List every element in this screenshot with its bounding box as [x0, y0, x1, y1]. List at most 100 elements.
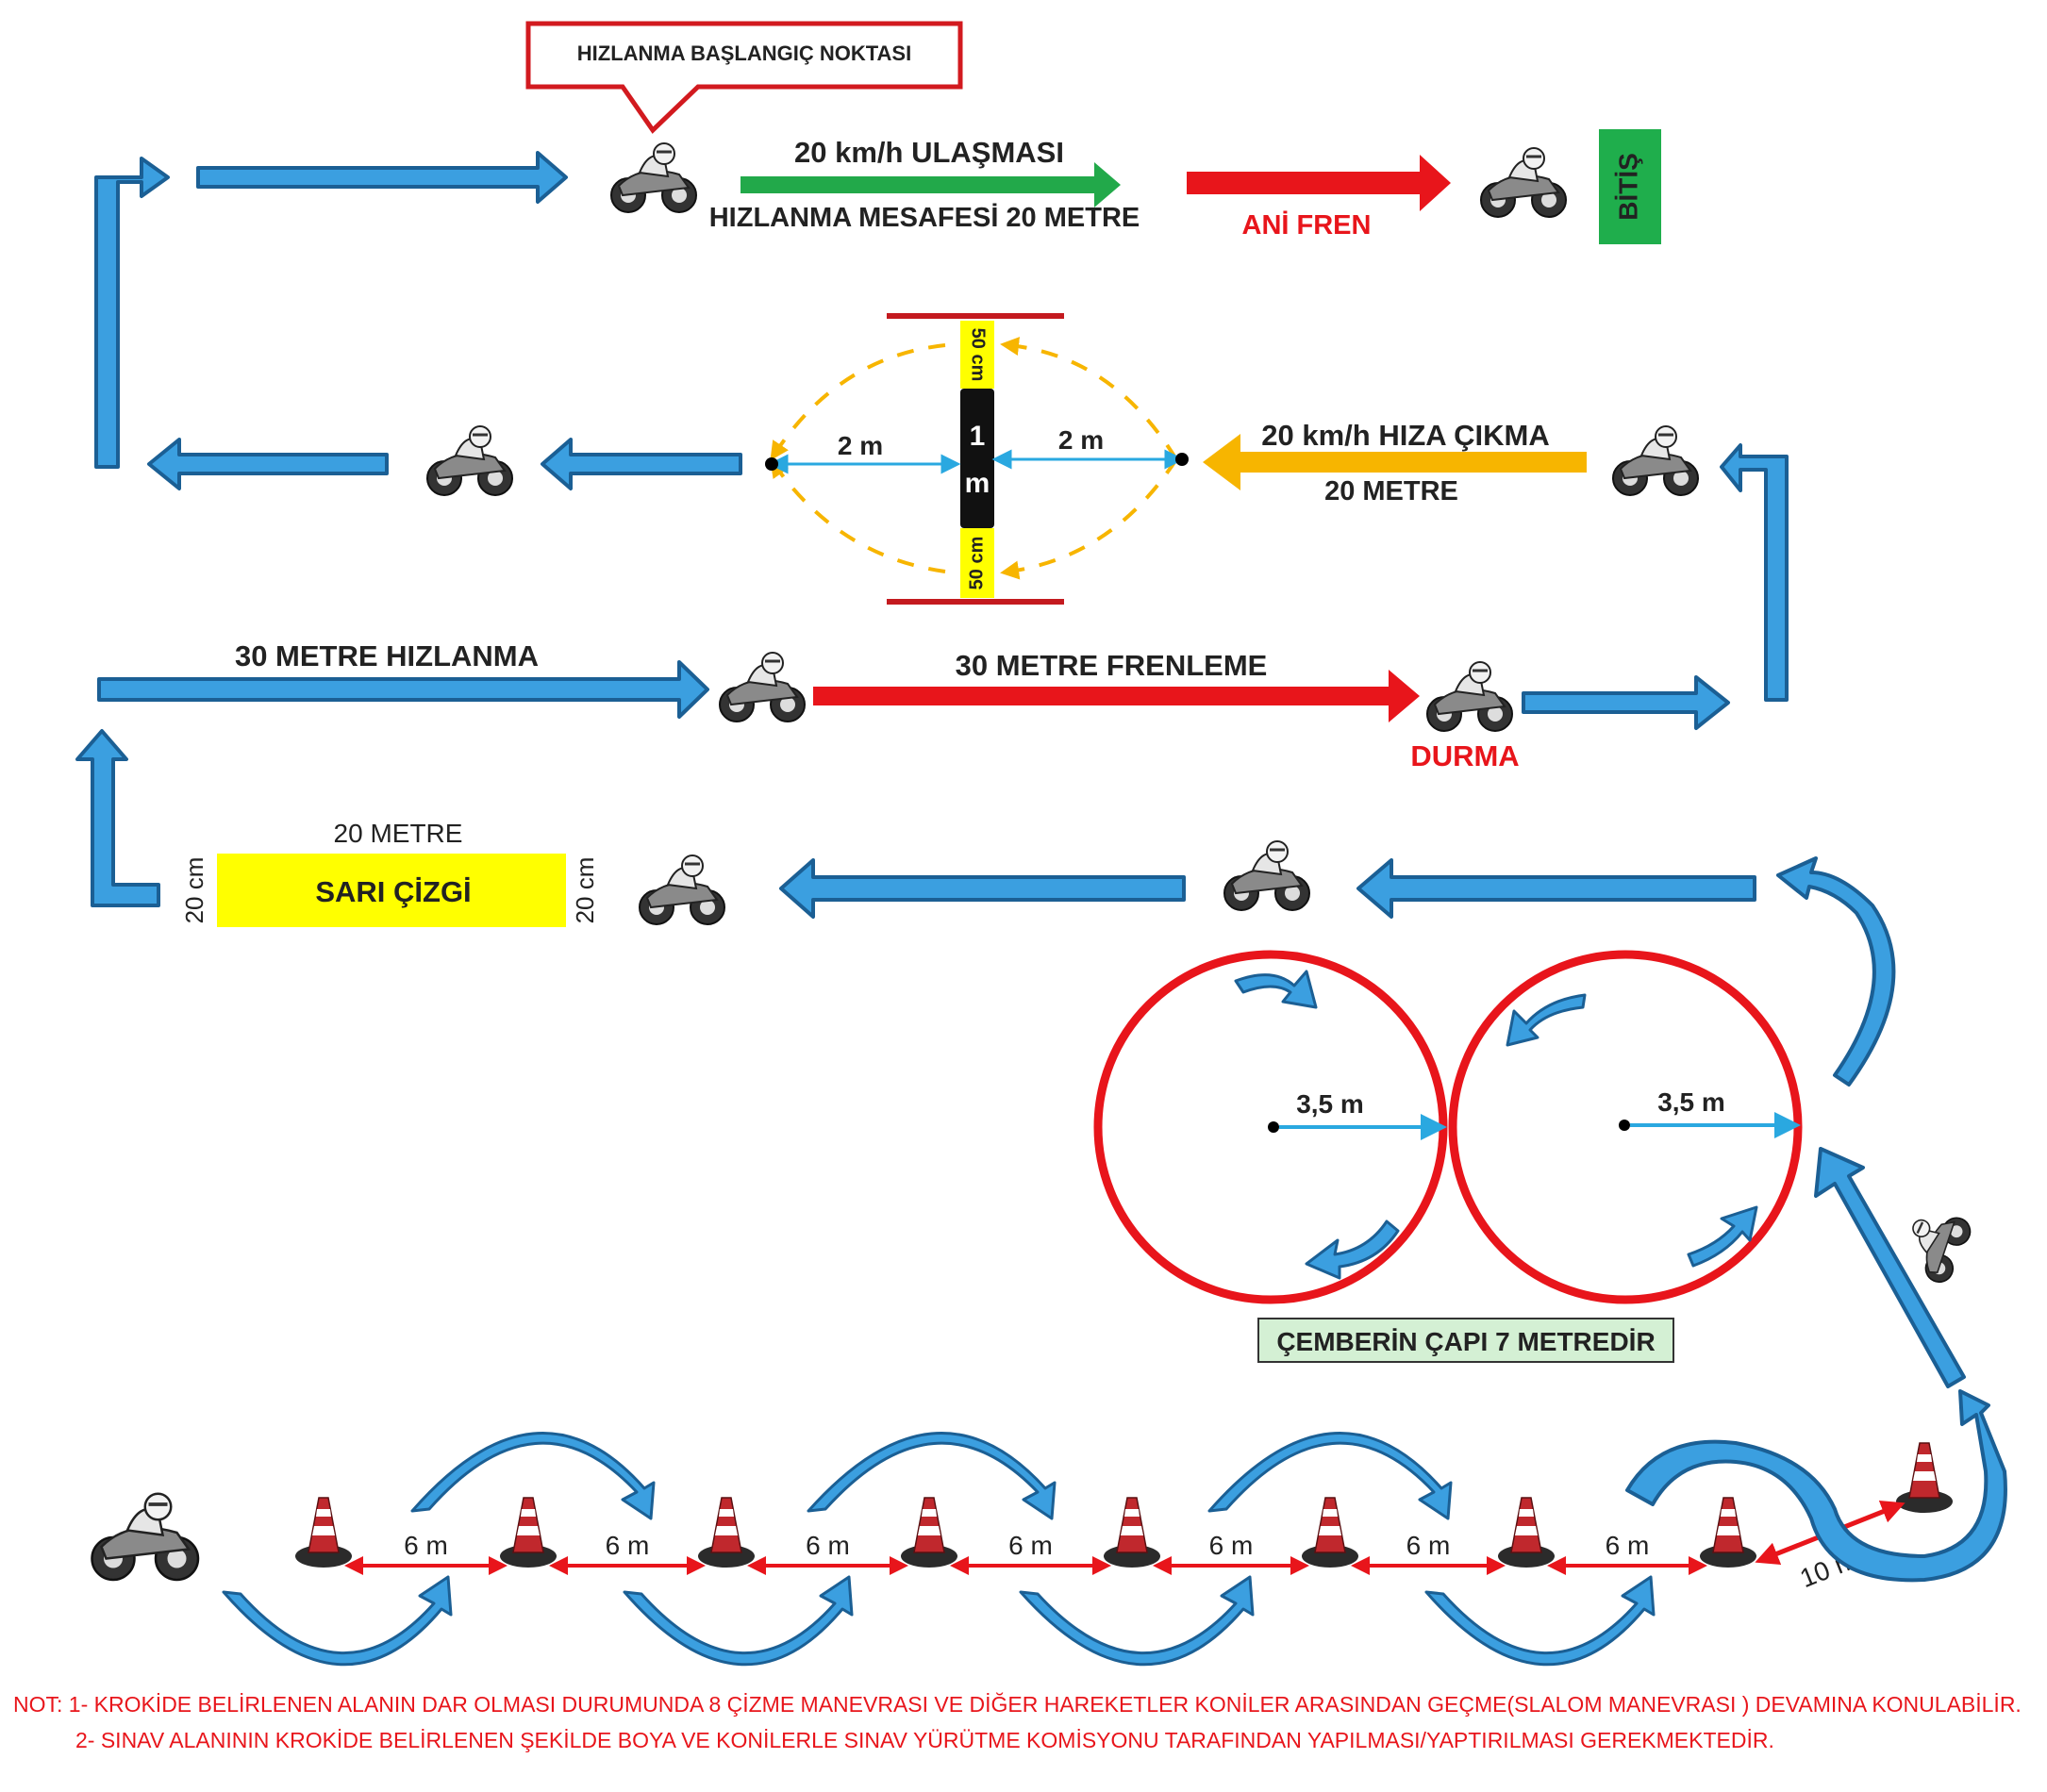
- circle-right-center: [1619, 1120, 1630, 1131]
- weave-arrow-above: [1207, 1432, 1453, 1520]
- gap-label: 6 m: [806, 1531, 850, 1560]
- row-3-braking: 30 METRE HIZLANMA 30 METRE FRENLEME DURM…: [75, 639, 1730, 907]
- weave-arrow-above: [807, 1432, 1057, 1520]
- motorcycle-icon: [425, 424, 514, 497]
- rotation-arrow-right-top: [1506, 993, 1587, 1047]
- traffic-cone: [1699, 1497, 1757, 1568]
- rotation-arrow-right-bottom: [1687, 1205, 1758, 1268]
- yellow-line-bar: [217, 854, 566, 927]
- yellow-line-bar-label: SARI ÇİZGİ: [315, 875, 471, 908]
- motorcycle-icon: [1479, 146, 1568, 219]
- point-left: [765, 457, 778, 471]
- weave-arrow-below: [222, 1575, 453, 1667]
- gap-label: 6 m: [404, 1531, 448, 1560]
- weave-arrow-below: [1424, 1575, 1656, 1667]
- orange-arrow: [1203, 434, 1587, 490]
- diameter-label-box: [1257, 1318, 1674, 1363]
- cone-last: [1895, 1442, 1954, 1514]
- radius-right-label: 3,5 m: [1657, 1087, 1725, 1117]
- finish-label: BİTİŞ: [1613, 153, 1642, 221]
- weave-arrow-below: [623, 1575, 854, 1667]
- blue-arrow-right-up-edge: [1720, 443, 1789, 702]
- green-arrow-top-label: 20 km/h ULAŞMASI: [794, 136, 1064, 169]
- braking-label: 30 METRE FRENLEME: [956, 649, 1268, 682]
- orange-arrow-top-label: 20 km/h HIZA ÇIKMA: [1261, 419, 1549, 452]
- circle-left-center: [1268, 1121, 1279, 1133]
- motorcycle-icon: [638, 854, 726, 926]
- red-arrow-brake-label: ANİ FREN: [1242, 210, 1372, 241]
- row-4-yellow-line: 20 METRE SARI ÇİZGİ 20 cm 20 cm: [180, 819, 1756, 927]
- yellow-zone-bottom: [960, 528, 994, 598]
- curved-arrow-final-loop: [1625, 1389, 2007, 1583]
- stop-label: DURMA: [1410, 739, 1519, 772]
- blue-arrow-mid-left: [541, 438, 742, 490]
- traffic-cone: [900, 1497, 958, 1568]
- traffic-cone: [1301, 1497, 1359, 1568]
- radius-left-label: 3,5 m: [1296, 1089, 1364, 1119]
- gap-label: 6 m: [1406, 1531, 1451, 1560]
- motorcycle-icon: [1425, 660, 1514, 733]
- blue-arrow-top-right: [196, 151, 568, 204]
- obstacle-width-top: 1: [970, 421, 986, 452]
- swerve-path-bottom-left: [770, 457, 946, 573]
- red-arrow-braking: [813, 670, 1420, 722]
- traffic-cone: [499, 1497, 558, 1568]
- motorcycle-icon: [609, 141, 698, 214]
- yellow-line-right-width: 20 cm: [571, 857, 599, 924]
- rotation-arrow-left-top: [1234, 970, 1318, 1009]
- swerve-path-bottom-right: [1000, 457, 1178, 580]
- yellow-zone-bottom-label: 50 cm: [966, 537, 987, 590]
- gap-label: 6 m: [1209, 1531, 1254, 1560]
- blue-arrow-after-stop: [1522, 675, 1730, 730]
- obstacle-width-bottom: m: [965, 468, 990, 499]
- note-line-1: NOT: 1- KROKİDE BELİRLENEN ALANIN DAR OL…: [13, 1692, 2022, 1717]
- blue-arrow-far-left: [147, 438, 389, 490]
- distance-left-label: 2 m: [838, 431, 883, 460]
- accel-label: 30 METRE HIZLANMA: [235, 639, 539, 672]
- obstacle-center: [960, 389, 994, 528]
- blue-arrow-row4-right: [1356, 858, 1756, 919]
- motorcycle-icon: [1894, 1200, 1976, 1288]
- finish-box: [1599, 129, 1661, 244]
- green-arrow-bottom-label: HIZLANMA MESAFESİ 20 METRE: [709, 203, 1140, 233]
- slalom-gaps: 6 m 6 m 6 m 6 m 6 m 6 m 6 m: [344, 1531, 1707, 1575]
- traffic-cone: [697, 1497, 756, 1568]
- traffic-cone: [1103, 1497, 1161, 1568]
- yellow-line-left-width: 20 cm: [180, 857, 208, 924]
- yellow-zone-top: [960, 321, 994, 389]
- blue-arrow-left-up-edge: [75, 729, 160, 907]
- diameter-label: ÇEMBERİN ÇAPI 7 METREDİR: [1276, 1327, 1655, 1356]
- blue-arrow-row4-left: [779, 858, 1186, 919]
- curved-arrow-to-row4: [1776, 856, 1896, 1087]
- row-2-obstacle-avoidance: 50 cm 50 cm 1 m 2 m 2 m 20 km/h HIZA ÇIK…: [147, 313, 1789, 702]
- red-arrow-brake: [1187, 155, 1451, 211]
- rotation-arrows: [1234, 970, 1758, 1280]
- callout-box: [525, 21, 963, 134]
- slalom-weaves: [222, 1432, 1656, 1667]
- motorcycle-icon: [1223, 839, 1311, 912]
- gap-label: 6 m: [1606, 1531, 1650, 1560]
- point-right: [1175, 453, 1189, 466]
- note-line-2: 2- SINAV ALANININ KROKİDE BELİRLENEN ŞEK…: [75, 1728, 1774, 1752]
- motorcycle-icon: [718, 651, 807, 723]
- blue-arrow-accel: [97, 660, 709, 719]
- callout-text: HIZLANMA BAŞLANGIÇ NOKTASI: [577, 41, 911, 65]
- blue-arrow-up-left-edge: [94, 157, 170, 469]
- swerve-path-top-right: [1000, 337, 1178, 461]
- traffic-cone: [1497, 1497, 1556, 1568]
- traffic-cone: [294, 1497, 353, 1568]
- figure-eight: 3,5 m 3,5 m ÇEMBERİN ÇAPI 7 METREDİR: [1093, 856, 1976, 1388]
- blue-arrow-up-right-circle: [1814, 1147, 1966, 1388]
- weave-arrow-above: [410, 1432, 656, 1520]
- yellow-line-top-label: 20 METRE: [334, 819, 463, 848]
- motorcycle-icon: [1611, 424, 1700, 497]
- motorcycle-icon: [90, 1491, 200, 1582]
- green-arrow: [741, 162, 1121, 207]
- rotation-arrow-left-bottom: [1305, 1220, 1400, 1280]
- swerve-paths: [770, 337, 1178, 580]
- distance-right-label: 2 m: [1058, 425, 1104, 455]
- gap-label: 6 m: [606, 1531, 650, 1560]
- gap-label: 6 m: [1008, 1531, 1053, 1560]
